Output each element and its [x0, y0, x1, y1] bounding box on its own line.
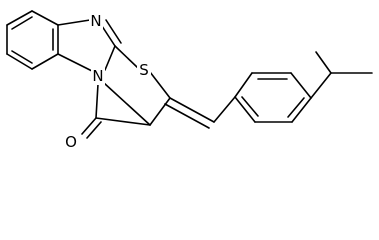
svg-text:N: N — [90, 12, 101, 30]
chemical-structure: N N S O — [6, 10, 373, 151]
isopropyl-group — [310, 51, 373, 99]
benzo-ring — [6, 10, 59, 70]
carbonyl-group — [81, 117, 151, 139]
svg-text:S: S — [139, 61, 149, 79]
thiazolone-ring — [95, 45, 171, 126]
atom-n-imine: N — [89, 12, 103, 30]
exocyclic-methylidene — [164, 96, 236, 129]
atom-s-ring: S — [137, 61, 151, 79]
svg-text:N: N — [92, 67, 103, 85]
atom-n-bridge: N — [91, 67, 105, 85]
svg-text:O: O — [65, 133, 77, 151]
atom-o-carbonyl: O — [64, 133, 78, 151]
phenyl-ring — [234, 72, 312, 123]
